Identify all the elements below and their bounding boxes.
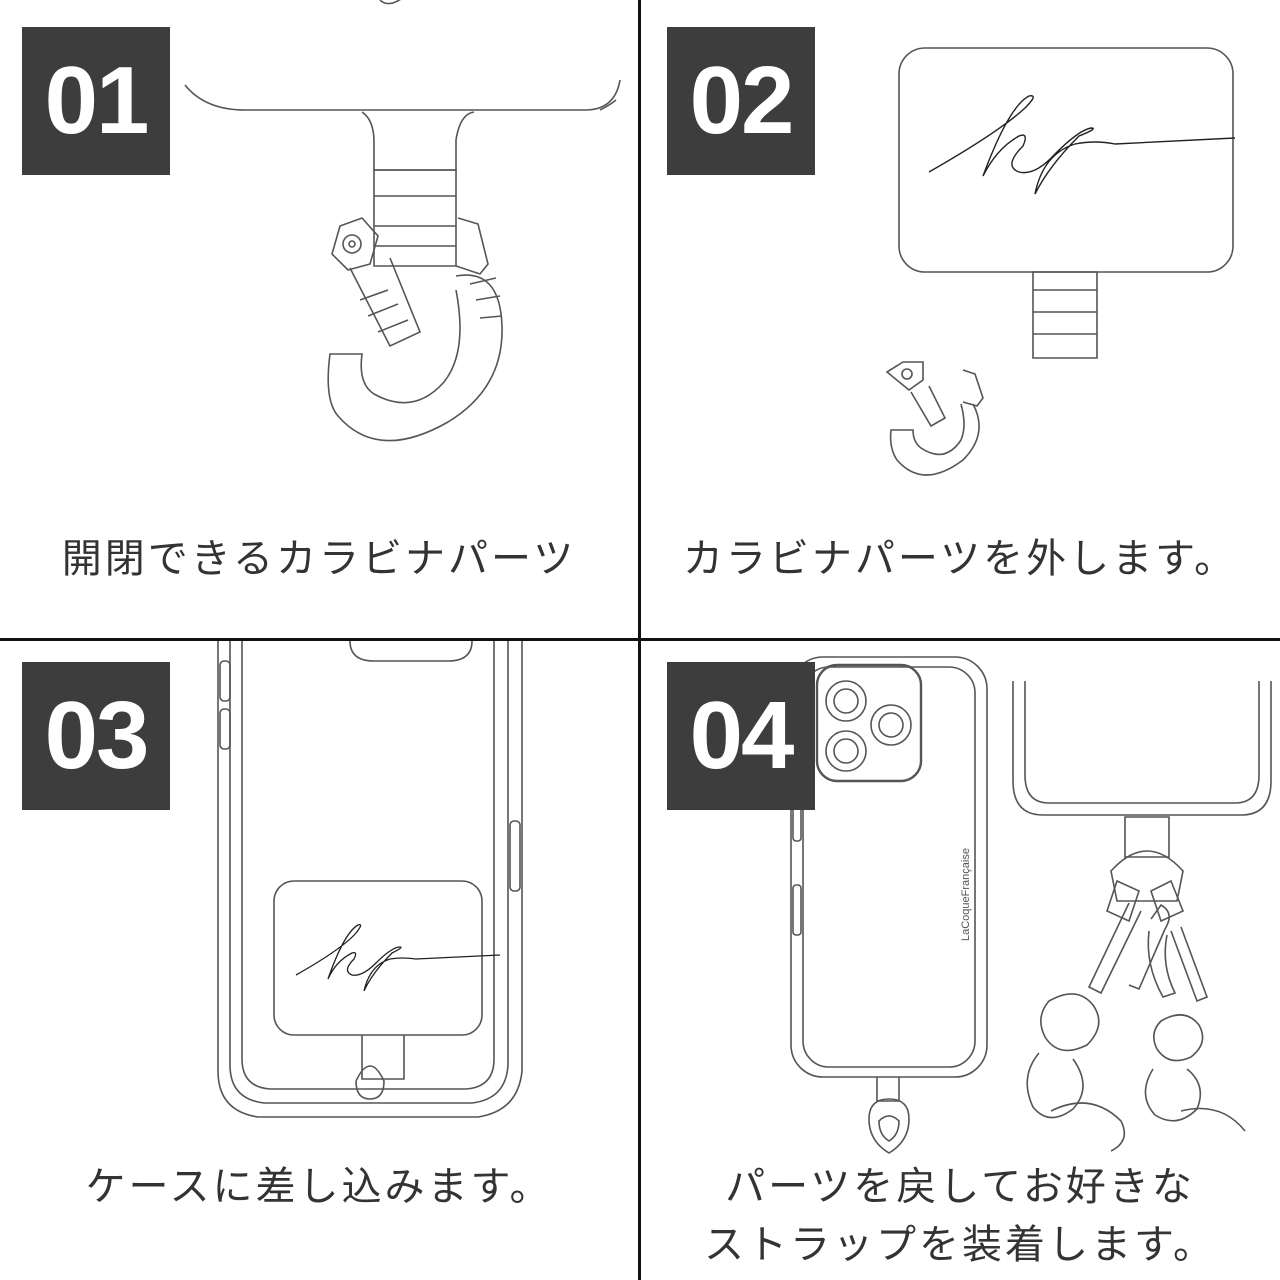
attach-strap-illustration: LaCoqueFrançaise [641,641,1279,1279]
step-caption: カラビナパーツを外します。 [682,536,1238,582]
lcf-logo-icon [296,925,500,991]
step-panel-02: 02 カラビナパーツを外します。 [641,0,1279,638]
step-caption: ケースに差し込みます。 [85,1164,553,1210]
step-number-badge: 02 [667,27,815,175]
step-number-badge: 01 [22,27,170,175]
step-panel-01: 01 開閉できるカラビナパーツ [0,0,638,638]
case-brand-text: LaCoqueFrançaise [960,848,972,941]
step-caption-line-1: パーツを戻してお好きな [725,1164,1195,1210]
step-caption-line-2: ストラップを装着します。 [704,1222,1216,1268]
lcf-logo-icon [929,96,1235,194]
carabiner-closeup-illustration [0,0,638,638]
step-panel-04: LaCoqueFrançaise 04 パーツを戻してお好きな ストラップを装着… [641,641,1279,1279]
step-panel-03: 03 ケースに差し込みます。 [0,641,638,1279]
step-caption: 開閉できるカラビナパーツ [61,536,577,582]
step-caption: パーツを戻してお好きな ストラップを装着します。 [641,1158,1279,1274]
horizontal-divider [0,638,1280,641]
insert-into-case-illustration [0,641,638,1279]
step-number-badge: 04 [667,662,815,810]
remove-carabiner-illustration [641,0,1279,638]
step-number-badge: 03 [22,662,170,810]
